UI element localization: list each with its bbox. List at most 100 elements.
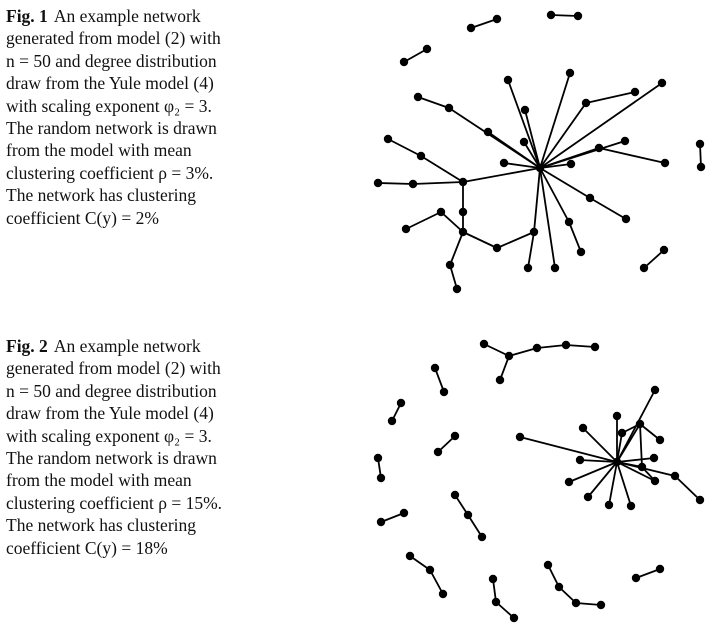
- caption-line: draw from the Yule model (4): [6, 403, 214, 424]
- fig1-node: [620, 136, 630, 146]
- fig1-node: [695, 139, 705, 149]
- fig2-node: [504, 351, 514, 361]
- fig2-node: [430, 363, 440, 373]
- fig2-node: [631, 573, 641, 583]
- fig1-node: [458, 227, 468, 237]
- fig2-edge: [639, 423, 643, 468]
- figure-2-label: Fig. 2: [6, 336, 48, 356]
- fig1-node: [483, 127, 493, 137]
- fig1-node: [566, 159, 576, 169]
- fig1-node: [503, 75, 513, 85]
- fig2-edge: [608, 461, 618, 506]
- fig1-node: [630, 87, 640, 97]
- fig2-edge: [587, 461, 618, 498]
- fig2-node: [477, 532, 487, 542]
- fig1-node: [499, 158, 509, 168]
- fig2-node: [583, 492, 593, 502]
- fig2-node: [655, 435, 665, 445]
- fig2-node: [376, 473, 386, 483]
- fig1-node: [408, 179, 418, 189]
- fig2-node: [450, 490, 460, 500]
- fig2-edge: [483, 343, 510, 357]
- fig1-edge: [470, 18, 498, 29]
- caption-line: An example network: [53, 336, 201, 356]
- fig1-node: [657, 78, 667, 88]
- fig1-node: [492, 243, 502, 253]
- fig1-node: [523, 263, 533, 273]
- fig1-node: [660, 158, 670, 168]
- fig1-node: [422, 44, 432, 54]
- fig2-node: [649, 453, 659, 463]
- fig1-edge: [523, 141, 541, 169]
- fig2-node: [463, 510, 473, 520]
- fig2-node: [650, 385, 660, 395]
- fig2-node: [564, 477, 574, 487]
- fig1-node: [535, 163, 545, 173]
- fig1-node: [466, 23, 476, 33]
- fig2-node: [376, 517, 386, 527]
- fig1-edge: [387, 138, 422, 157]
- fig2-edge: [467, 514, 483, 538]
- fig1-edge: [405, 211, 442, 230]
- fig1-node: [458, 207, 468, 217]
- fig1-edge: [507, 79, 541, 169]
- caption-line: draw from the Yule model (4): [6, 73, 214, 94]
- fig1-edge: [440, 211, 464, 233]
- fig1-edge: [539, 167, 591, 199]
- fig2-node: [450, 431, 460, 441]
- fig1-node: [565, 68, 575, 78]
- fig1-edge: [643, 249, 665, 269]
- fig2-node: [433, 447, 443, 457]
- caption-line: clustering coefficient ρ = 15%.: [6, 492, 223, 513]
- fig2-node: [439, 387, 449, 397]
- fig1-edge: [550, 14, 579, 17]
- fig1-node: [585, 193, 595, 203]
- fig1-edge: [462, 231, 498, 249]
- caption-line: from the model with mean: [6, 470, 192, 491]
- fig2-edge: [519, 436, 618, 463]
- fig1-edge: [539, 167, 570, 223]
- fig1-node: [399, 57, 409, 67]
- fig2-edge: [616, 461, 632, 507]
- caption-line: n = 50 and degree distribution: [6, 380, 217, 401]
- fig1-node: [594, 143, 604, 153]
- fig2-node: [561, 340, 571, 350]
- fig2-node: [575, 455, 585, 465]
- fig1-edge: [449, 231, 464, 266]
- fig2-node: [578, 423, 588, 433]
- fig1-edge: [598, 147, 666, 164]
- fig2-node: [387, 416, 397, 426]
- caption-line: generated from model (2) with: [6, 28, 221, 49]
- fig1-node: [444, 103, 454, 113]
- fig1-node: [452, 284, 462, 294]
- fig2-edge: [568, 461, 618, 483]
- fig2-node: [532, 343, 542, 353]
- fig2-node: [543, 560, 553, 570]
- fig2-node: [399, 508, 409, 518]
- fig2-edge: [616, 457, 655, 463]
- fig1-node: [573, 11, 583, 21]
- fig1-edge: [462, 167, 541, 183]
- fig1-edge: [420, 155, 464, 183]
- fig1-edge: [539, 167, 556, 269]
- fig1-node: [520, 105, 530, 115]
- fig2-node: [617, 428, 627, 438]
- fig1-node: [519, 137, 529, 147]
- caption-line: with scaling exponent φ₂ = 3.: [6, 95, 212, 116]
- fig1-edge: [585, 91, 636, 104]
- fig1-node: [550, 263, 560, 273]
- fig2-edge: [499, 355, 510, 381]
- caption-line: coefficient C(y) = 2%: [6, 207, 159, 228]
- caption-line: An example network: [53, 6, 201, 26]
- fig2-edge: [434, 367, 445, 393]
- fig2-node: [491, 597, 501, 607]
- fig1-node: [639, 263, 649, 273]
- fig2-node: [373, 453, 383, 463]
- fig2-node: [590, 342, 600, 352]
- fig2-edge: [508, 347, 538, 357]
- fig2-node: [670, 471, 680, 481]
- fig1-edge: [503, 162, 541, 169]
